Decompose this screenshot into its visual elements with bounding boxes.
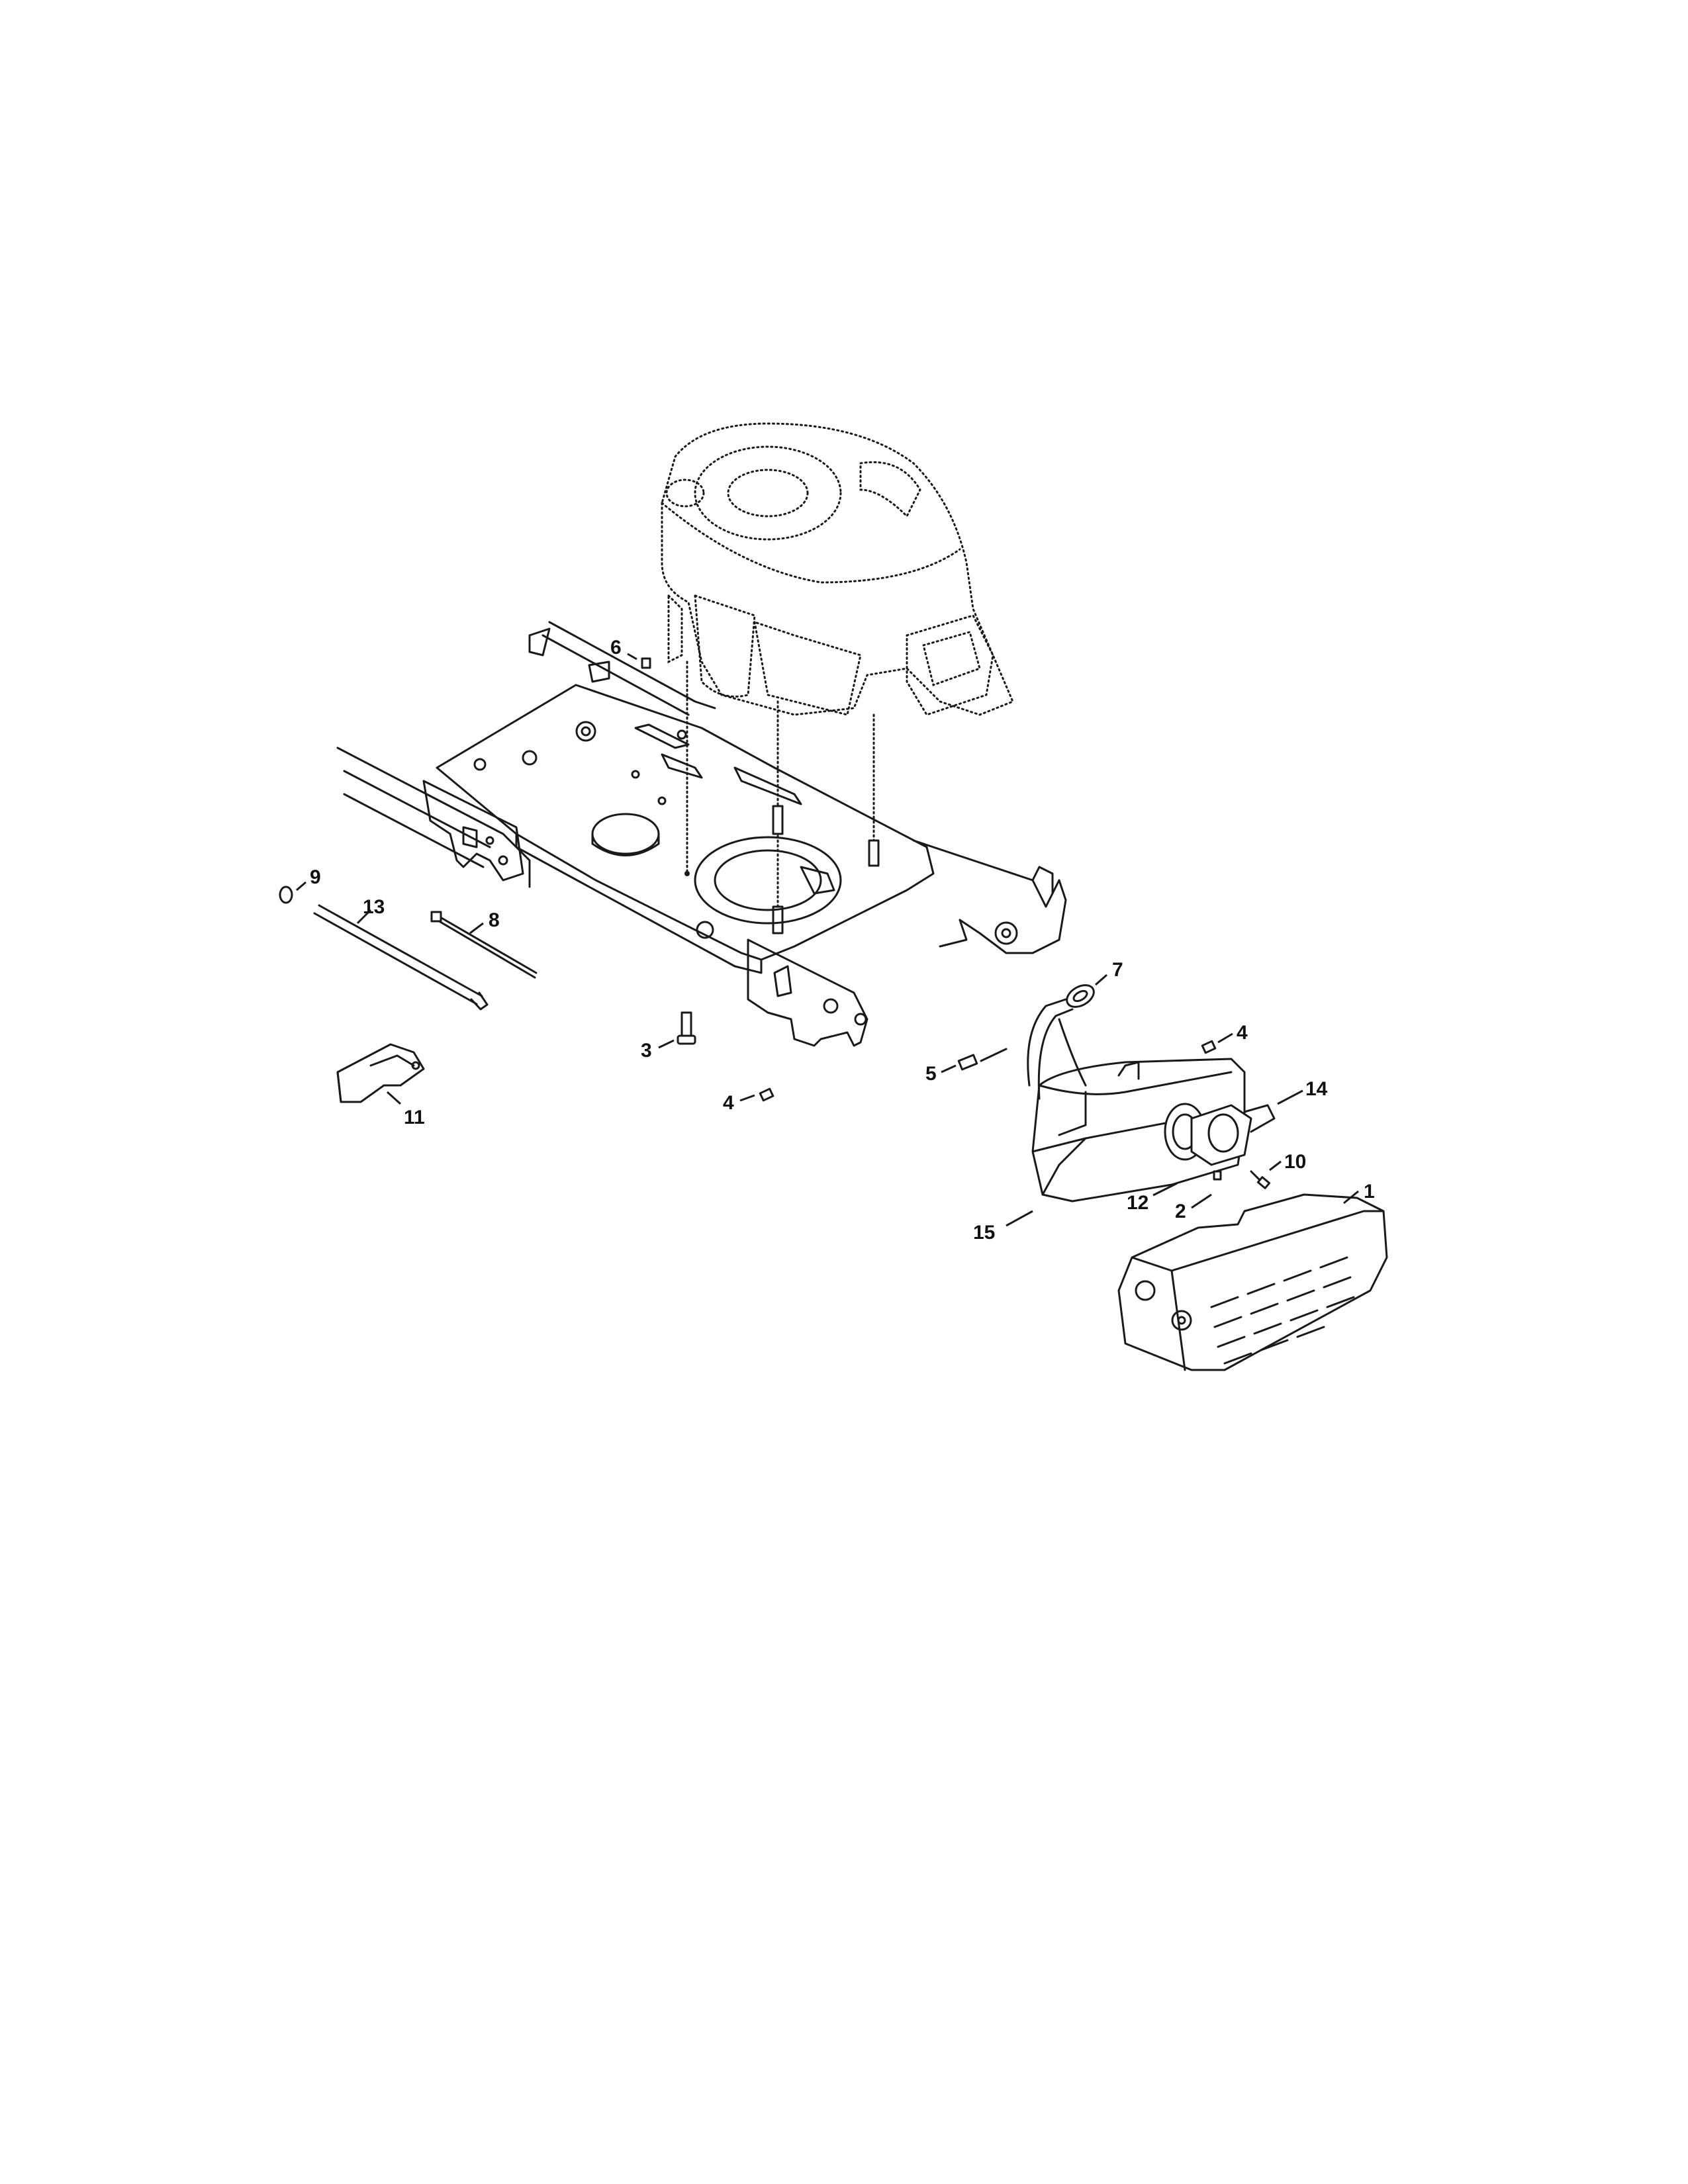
- part-11-guard: [336, 1043, 425, 1105]
- part-8-cable-tie: [430, 911, 538, 979]
- part-14-deflector: [1190, 1089, 1303, 1166]
- callout-9: 9: [310, 866, 321, 888]
- part-6-nut: [627, 653, 651, 669]
- callout-14: 14: [1305, 1078, 1328, 1100]
- frame: [336, 621, 1067, 1047]
- part-12-washer: [1152, 1182, 1178, 1197]
- part-4-screw-right: [1201, 1032, 1233, 1054]
- part-7-gasket: [1066, 974, 1107, 1008]
- callout-4-left: 4: [723, 1092, 734, 1114]
- callout-12: 12: [1127, 1192, 1149, 1214]
- part-4-screw-left: [739, 1087, 774, 1102]
- part-9-nut: [279, 881, 306, 904]
- callout-2: 2: [1175, 1201, 1186, 1222]
- callout-6: 6: [610, 637, 622, 659]
- callout-3: 3: [641, 1040, 652, 1062]
- part-10-screw: [1250, 1160, 1282, 1189]
- callouts: 1 2 3 4 4 5 6 7 8 9 10 11 12 13 14 15: [310, 637, 1375, 1244]
- part-5-pin: [941, 1048, 1008, 1073]
- callout-8: 8: [489, 909, 500, 931]
- part-3-bolt: [658, 1011, 696, 1049]
- callout-10: 10: [1284, 1151, 1306, 1173]
- part-2-screw: [1191, 1170, 1222, 1209]
- part-13-rod: [313, 904, 489, 1011]
- callout-4-right: 4: [1237, 1022, 1248, 1044]
- callout-1: 1: [1364, 1181, 1375, 1203]
- callout-13: 13: [363, 896, 385, 918]
- callout-5: 5: [925, 1063, 937, 1085]
- callout-11: 11: [404, 1107, 425, 1128]
- engine: [661, 422, 1014, 934]
- callout-7: 7: [1112, 959, 1123, 981]
- part-1-muffler-guard: [1117, 1190, 1388, 1371]
- callout-15: 15: [973, 1222, 995, 1244]
